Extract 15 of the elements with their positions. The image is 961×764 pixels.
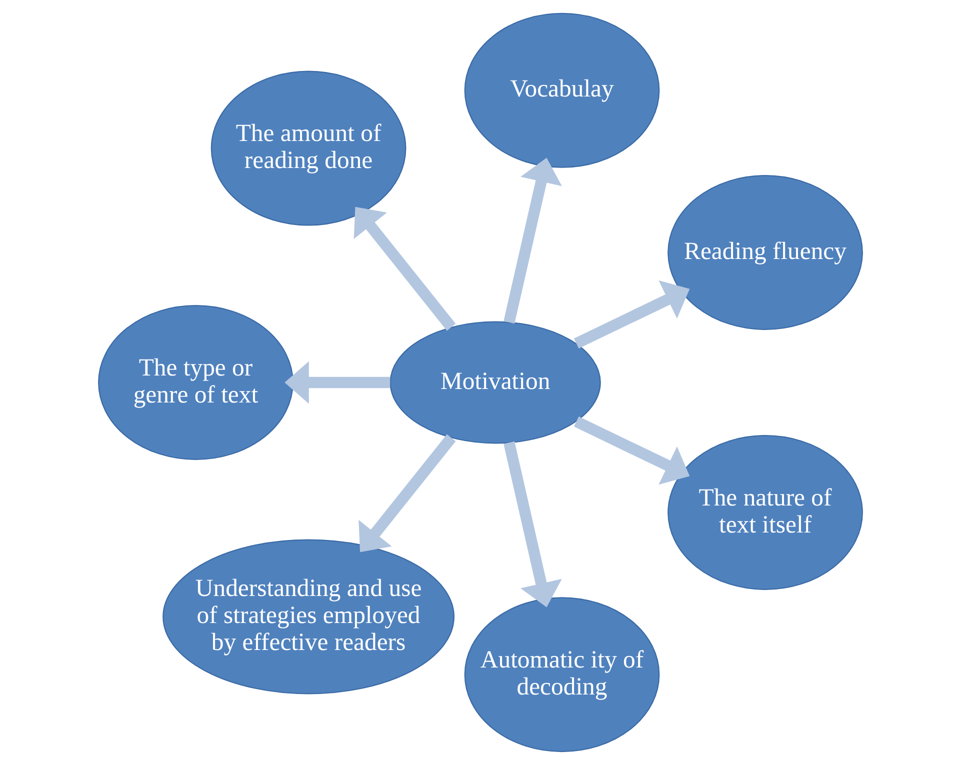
node-ellipse: Understanding and use of strategies employed by effective readers (162, 538, 455, 694)
node-ellipse: The nature of text itself (668, 434, 863, 590)
node-ellipse: The amount of reading done (210, 70, 406, 226)
arrow (354, 206, 456, 330)
node-ellipse: Reading fluency (668, 174, 863, 330)
node-ellipse: Automatic ity of decoding (464, 596, 660, 752)
node-ellipse: The type or genre of text (98, 304, 294, 460)
arrow (284, 360, 390, 404)
node-ellipse: Vocabulay (464, 12, 660, 168)
arrow (574, 416, 690, 484)
arrow (504, 157, 562, 324)
arrow (504, 440, 562, 607)
node-ellipse: Motivation (390, 320, 601, 444)
arrow (574, 280, 690, 348)
arrow (358, 434, 456, 552)
